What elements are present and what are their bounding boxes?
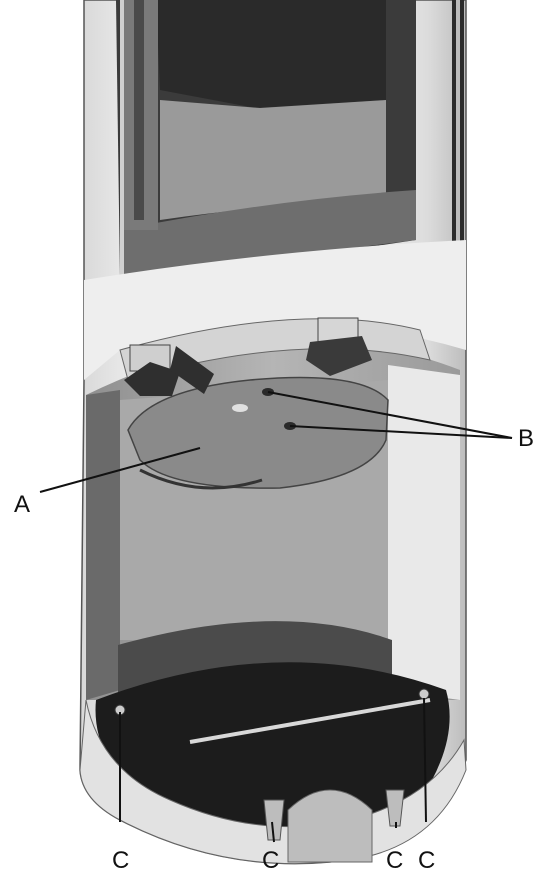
leader-lines [39, 391, 513, 843]
feet [114, 688, 430, 841]
foot-c-2 [263, 799, 285, 841]
middle-band [84, 240, 466, 380]
label-c-1: C [112, 847, 129, 874]
leader-b-upper [267, 391, 513, 439]
leader-c-2 [271, 821, 275, 843]
foot-c-3 [385, 789, 405, 827]
callout-labels: A B C C C C [14, 425, 534, 874]
leader-a [39, 447, 201, 493]
firebox-window [116, 0, 416, 280]
plate-a [124, 317, 389, 490]
label-c-2: C [262, 847, 279, 874]
foot-c-4 [418, 688, 430, 700]
label-b: B [518, 425, 534, 452]
label-c-3: C [386, 847, 403, 874]
base-tray [79, 621, 467, 865]
leader-c-4 [423, 697, 427, 823]
label-c-4: C [418, 847, 435, 874]
leader-b-lower [289, 425, 513, 439]
label-a: A [14, 491, 30, 518]
